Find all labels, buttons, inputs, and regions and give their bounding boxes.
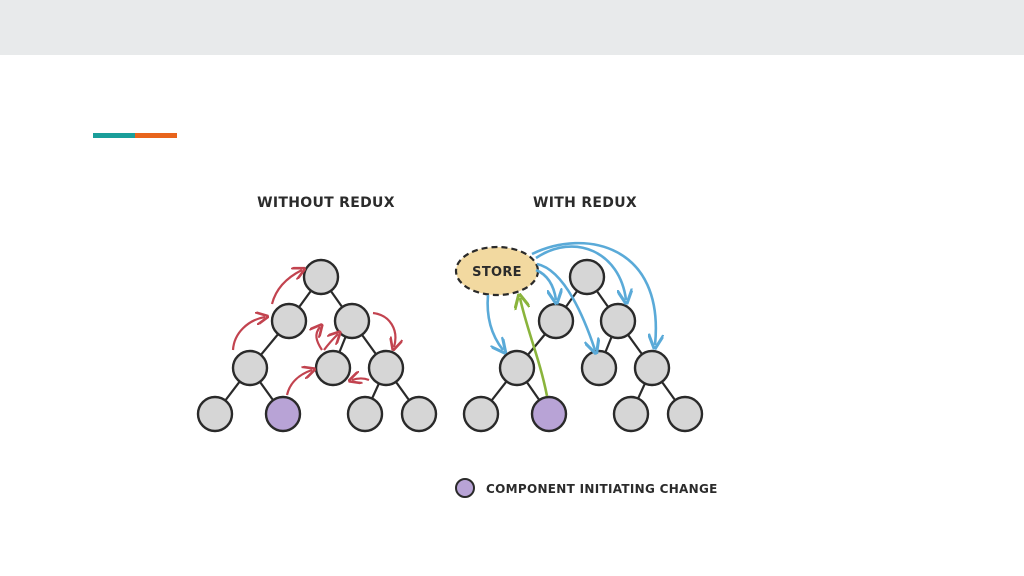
red-arrow [285, 370, 312, 396]
store-label: STORE [472, 265, 522, 280]
tree-node [568, 258, 606, 296]
left-diagram-title: WITHOUT REDUX [257, 195, 395, 211]
accent-bar-orange [135, 133, 177, 138]
tree-node [314, 349, 352, 387]
blue-arrow [536, 262, 595, 350]
red-arrow [270, 270, 302, 305]
green-arrow [520, 298, 549, 397]
accent-bar-teal [93, 133, 135, 138]
blue-arrow [535, 245, 626, 300]
tree-node [666, 395, 704, 433]
red-arrow [323, 334, 338, 351]
top-band [0, 0, 1024, 55]
tree-node [367, 349, 405, 387]
tree-node [537, 302, 575, 340]
tree-node [580, 349, 618, 387]
right-tree-edges [480, 276, 686, 415]
tree-node [599, 302, 637, 340]
tree-node [196, 395, 234, 433]
tree-node [270, 302, 308, 340]
tree-node [302, 258, 340, 296]
right-diagram-title: WITH REDUX [533, 195, 637, 211]
blue-arrow [535, 268, 556, 300]
right-tree-nodes [462, 258, 704, 433]
tree-node [633, 349, 671, 387]
tree-node [498, 349, 536, 387]
tree-node [612, 395, 650, 433]
right-tree-blue-arrows [486, 241, 656, 350]
legend-label: COMPONENT INITIATING CHANGE [486, 482, 718, 496]
legend: COMPONENT INITIATING CHANGE [455, 478, 718, 498]
red-arrow [316, 327, 322, 351]
tree-node [333, 302, 371, 340]
legend-swatch [455, 478, 475, 498]
left-tree-edges [214, 276, 420, 415]
red-arrow [352, 379, 370, 381]
left-tree-red-arrows [231, 270, 395, 396]
tree-node [462, 395, 500, 433]
red-arrow [231, 317, 265, 351]
blue-arrow [531, 241, 656, 345]
left-tree [196, 258, 438, 433]
left-tree-nodes [196, 258, 438, 433]
tree-node [400, 395, 438, 433]
blue-arrow [486, 294, 503, 350]
tree-node [231, 349, 269, 387]
initiating-node [264, 395, 302, 433]
red-arrow [372, 311, 395, 347]
initiating-node [530, 395, 568, 433]
tree-node [346, 395, 384, 433]
right-tree: STORE [454, 241, 704, 433]
